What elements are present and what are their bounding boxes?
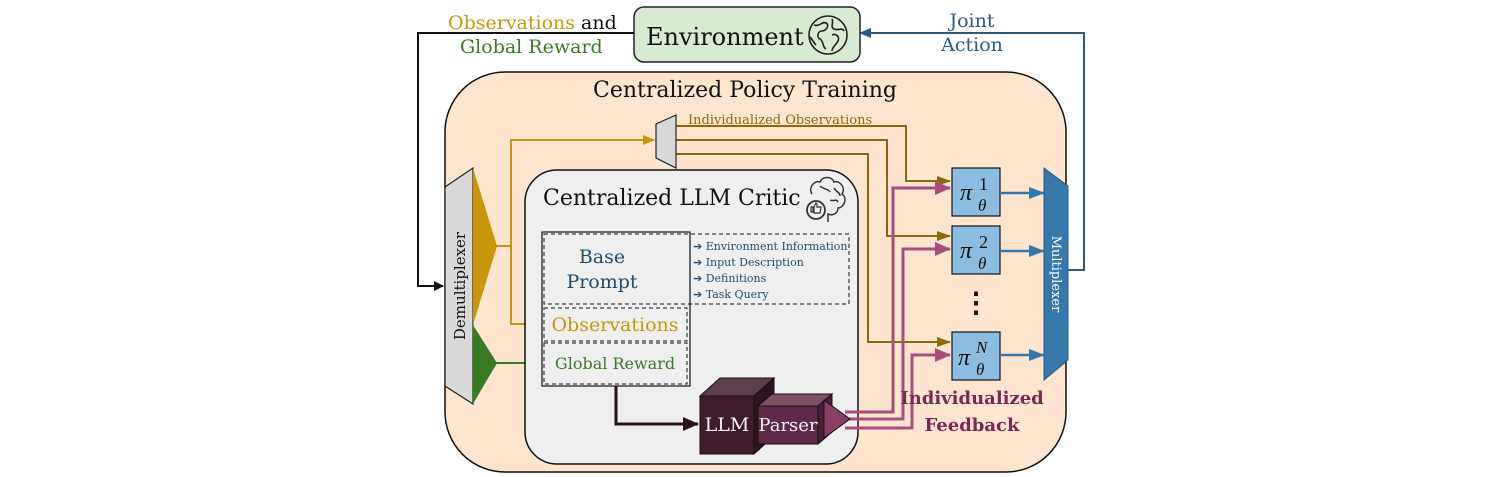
policy-subscript: θ: [978, 254, 986, 273]
base-prompt-label-line1: Base: [579, 246, 625, 268]
base-prompt-box: [543, 233, 850, 305]
joint-action-line: [859, 28, 1085, 271]
observations-label: Observations: [448, 12, 575, 34]
demultiplexer: Demultiplexer: [444, 166, 497, 406]
indiv-obs-line-2: [676, 139, 951, 241]
observations-input-box: [543, 307, 688, 342]
indiv-obs-line-N: [676, 153, 951, 347]
obs-reward-label-line1: Observations and: [448, 12, 617, 34]
llm-label: LLM: [705, 414, 750, 436]
policy-superscript: N: [975, 338, 989, 357]
multiplexer-label: Multiplexer: [1048, 236, 1063, 313]
policy-subscript: θ: [976, 360, 984, 379]
policy-box-1: π 1 θ: [951, 167, 1001, 217]
policy-superscript: 1: [979, 174, 988, 194]
parser-block: Parser: [756, 392, 851, 446]
global-reward-input-label: Global Reward: [555, 354, 675, 373]
policy-box-N: π N θ: [951, 331, 1001, 381]
joint-action-label-line1: Joint: [947, 10, 994, 32]
policy-subscript: θ: [978, 196, 986, 215]
individualized-observations-label: Individualized Observations: [688, 113, 872, 128]
global-reward-label: Global Reward: [460, 36, 603, 58]
llm-critic-container: [524, 169, 859, 465]
individualized-feedback-label-line1: Individualized: [900, 388, 1044, 409]
policy-training-title: Centralized Policy Training: [593, 78, 897, 103]
indiv-obs-line-1: [676, 125, 951, 186]
globe-icon: [808, 15, 848, 55]
prompt-item: ➔ Definitions: [693, 272, 767, 285]
policy-superscript: 2: [979, 232, 988, 252]
demux-to-individualizer-line: [495, 135, 655, 247]
env-to-demux-line: [417, 32, 635, 291]
joint-action-label-line2: Action: [940, 34, 1003, 56]
individualized-feedback-label-line2: Feedback: [925, 415, 1020, 436]
prompt-item: ➔ Input Description: [693, 256, 804, 269]
and-label: and: [581, 12, 617, 34]
individualizer-shape: [655, 114, 677, 169]
policy-symbol: π: [958, 345, 971, 371]
environment-box: Environment: [633, 6, 861, 63]
llm-critic-title: Centralized LLM Critic: [543, 186, 801, 211]
prompt-items-list: ➔ Environment Information ➔ Input Descri…: [693, 240, 847, 301]
feedback-line-1: [845, 181, 951, 414]
observations-input-label: Observations: [551, 314, 678, 336]
global-reward-input-box: [543, 342, 688, 385]
multiplexer: Multiplexer: [1043, 167, 1069, 382]
feedback-line-2: [845, 242, 951, 421]
prompt-item: ➔ Task Query: [693, 288, 769, 301]
policy-box-2: π 2 θ: [951, 225, 1001, 275]
feedback-line-N: [845, 348, 951, 430]
parser-label: Parser: [758, 415, 818, 436]
prompt-to-llm-line: [614, 386, 699, 431]
prompt-item: ➔ Environment Information: [693, 240, 847, 253]
base-prompt-label-line2: Prompt: [566, 271, 637, 293]
policy-group: π 1 θ π 2 θ ⋮ π N θ: [951, 167, 1001, 381]
policy-symbol: π: [960, 180, 973, 206]
environment-label: Environment: [646, 23, 804, 51]
policy-symbol: π: [960, 238, 973, 264]
parser-output-arrowhead: [823, 399, 851, 439]
policy-ellipsis: ⋮: [962, 286, 990, 319]
demultiplexer-label: Demultiplexer: [451, 231, 469, 340]
brain-thumbs-up-icon: [806, 176, 846, 222]
